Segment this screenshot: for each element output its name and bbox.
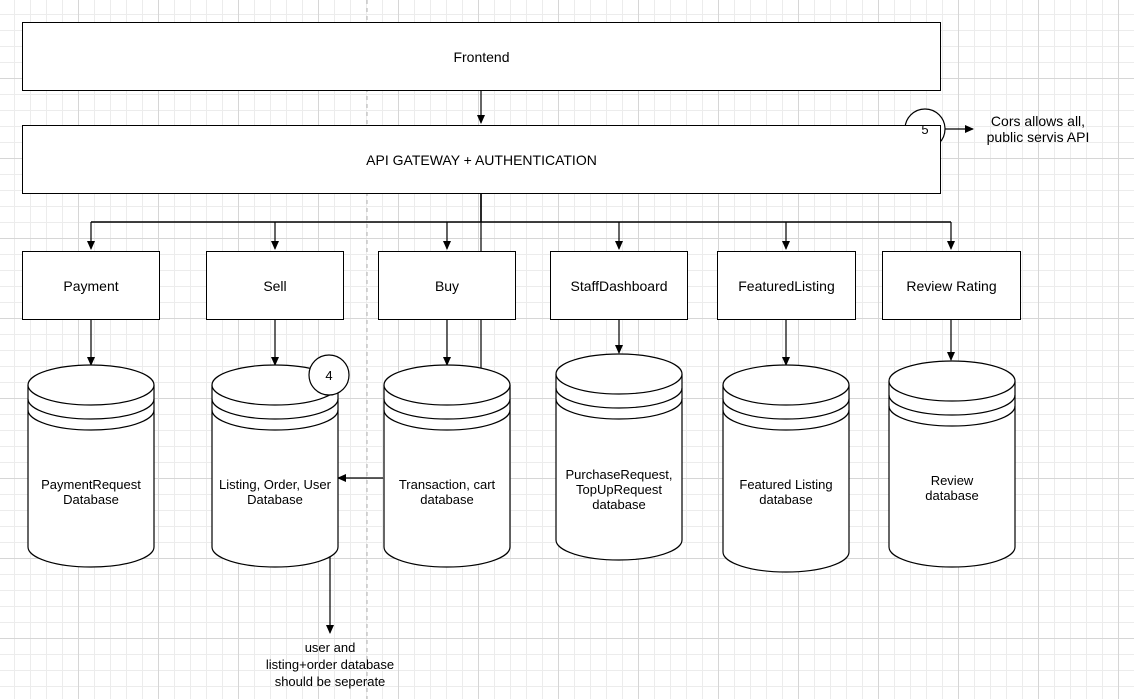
db-sell-shape	[211, 364, 339, 568]
service-staff-dashboard-box[interactable]: StaffDashboard	[550, 251, 688, 320]
service-sell-label: Sell	[263, 277, 287, 294]
gateway-box[interactable]: API GATEWAY + AUTHENTICATION	[22, 125, 941, 194]
db-review-label[interactable]: Review database	[925, 473, 979, 503]
db-sell-label[interactable]: Listing, Order, User Database	[219, 477, 331, 507]
service-buy-label: Buy	[434, 277, 460, 294]
service-featured-listing-label: FeaturedListing	[738, 277, 835, 294]
service-buy-box[interactable]: Buy	[378, 251, 516, 320]
frontend-box[interactable]: Frontend	[22, 22, 941, 91]
callout-5-note: Cors allows all, public servis API	[986, 113, 1090, 145]
db-buy-shape	[383, 364, 511, 568]
db-review-shape	[888, 360, 1016, 568]
service-review-rating-box[interactable]: Review Rating	[882, 251, 1021, 320]
callout-4-circle	[308, 354, 350, 396]
db-staff-label[interactable]: PurchaseRequest, TopUpRequest database	[565, 466, 673, 512]
callout-4-number: 4	[325, 367, 333, 383]
db-featured-label[interactable]: Featured Listing database	[739, 477, 833, 507]
gateway-label: API GATEWAY + AUTHENTICATION	[366, 151, 597, 168]
service-review-rating-label: Review Rating	[906, 277, 997, 294]
db-payment-label[interactable]: PaymentRequest Database	[41, 477, 141, 507]
db-buy-label[interactable]: Transaction, cart database	[398, 477, 496, 507]
service-sell-box[interactable]: Sell	[206, 251, 344, 320]
service-featured-listing-box[interactable]: FeaturedListing	[717, 251, 856, 320]
callout-5-number: 5	[921, 121, 929, 137]
db-payment-shape	[27, 364, 155, 568]
service-payment-box[interactable]: Payment	[22, 251, 160, 320]
service-staff-dashboard-label: StaffDashboard	[570, 277, 668, 294]
db-featured-shape	[722, 364, 850, 573]
service-payment-label: Payment	[63, 277, 119, 294]
callout-4-note: user and listing+order database should b…	[265, 640, 395, 689]
frontend-label: Frontend	[453, 48, 510, 65]
db-staff-shape	[555, 353, 683, 561]
